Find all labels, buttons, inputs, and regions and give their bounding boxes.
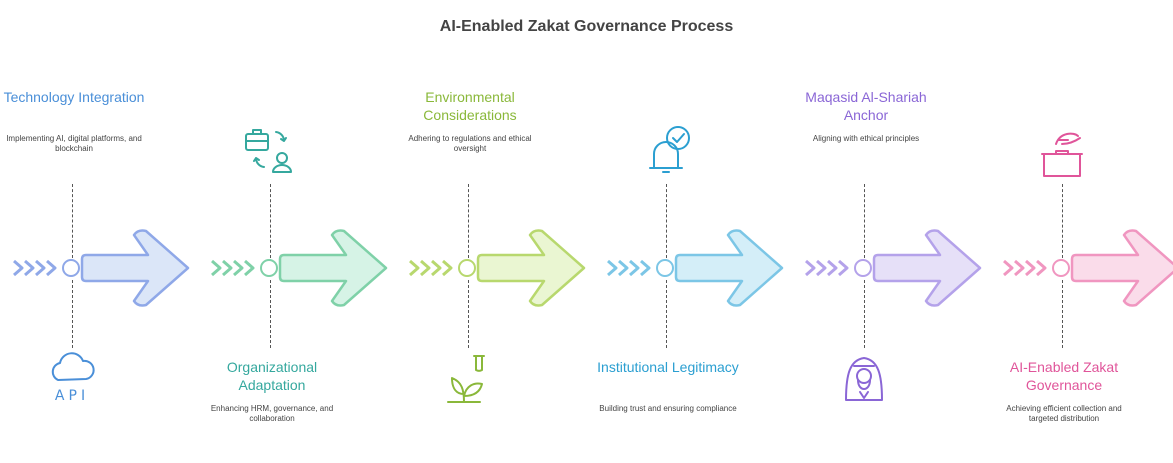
- stage-arrow: [278, 229, 388, 307]
- icon-label: API: [55, 388, 89, 404]
- bell-check-icon: [649, 126, 690, 173]
- stage-arrow: [1070, 229, 1173, 307]
- stage-node: [260, 259, 278, 277]
- stage-node: [1052, 259, 1070, 277]
- stage-arrow: [476, 229, 586, 307]
- stage-title: Institutional Legitimacy: [597, 359, 739, 375]
- chevrons-icon: [13, 259, 57, 277]
- stage-connector-line: [468, 280, 469, 348]
- stage-connector-line: [72, 184, 73, 258]
- stage-description: Enhancing HRM, governance, and collabora…: [210, 404, 334, 423]
- stage-connector-line: [666, 280, 667, 348]
- stage-connector-line: [666, 184, 667, 258]
- chevrons-icon: [805, 259, 849, 277]
- stage-node: [62, 259, 80, 277]
- stage-node: [458, 259, 476, 277]
- stage-title: Technology Integration: [3, 89, 145, 105]
- stage-node: [854, 259, 872, 277]
- stage-connector-line: [1062, 184, 1063, 258]
- scholar-icon: [845, 357, 883, 401]
- stage-connector-line: [72, 280, 73, 348]
- stage-description: Aligning with ethical principles: [812, 134, 920, 143]
- stage-connector-line: [270, 184, 271, 258]
- stage-description: Implementing AI, digital platforms, and …: [6, 134, 142, 153]
- stage-description: Adhering to regulations and ethical over…: [408, 134, 532, 153]
- chevrons-icon: [409, 259, 453, 277]
- donation-box-icon: [1041, 132, 1083, 177]
- stage-arrow: [80, 229, 190, 307]
- chevrons-icon: [607, 259, 651, 277]
- stage-arrow: [674, 229, 784, 307]
- stage-connector-line: [1062, 280, 1063, 348]
- stage-title: AI-Enabled Zakat Governance: [1009, 359, 1119, 393]
- diagram-title: AI-Enabled Zakat Governance Process: [439, 18, 734, 35]
- stage-description: Achieving efficient collection and targe…: [1006, 404, 1122, 423]
- stage-connector-line: [270, 280, 271, 348]
- stage-title: Organizational Adaptation: [226, 359, 318, 393]
- stage-connector-line: [864, 280, 865, 348]
- stage-arrow: [872, 229, 982, 307]
- stage-description: Building trust and ensuring compliance: [599, 404, 737, 413]
- stage-connector-line: [864, 184, 865, 258]
- briefcase-person-icon: [245, 129, 292, 173]
- stage-connector-line: [468, 184, 469, 258]
- plant-flask-icon: [447, 355, 485, 403]
- cloud-api-icon: API: [51, 352, 95, 404]
- stage-title: Maqasid Al-Shariah Anchor: [805, 89, 927, 123]
- stage-node: [656, 259, 674, 277]
- chevrons-icon: [1003, 259, 1047, 277]
- chevrons-icon: [211, 259, 255, 277]
- stage-title: Environmental Considerations: [423, 89, 517, 123]
